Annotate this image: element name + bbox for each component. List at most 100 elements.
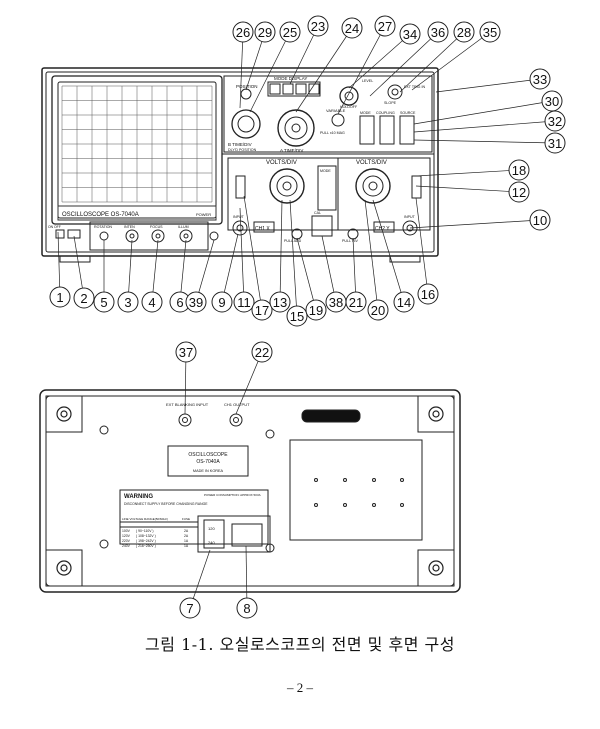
power-on-label: ON OFF bbox=[48, 225, 61, 229]
callout-number: 29 bbox=[258, 25, 272, 40]
callout-number: 21 bbox=[349, 295, 363, 310]
front-callout-28: 28 bbox=[453, 21, 475, 43]
front-panel bbox=[41, 67, 439, 263]
table-head-voltage: LINE VOLTAGE RANGE(50/60Hz) bbox=[122, 517, 168, 521]
leader-line bbox=[289, 25, 319, 85]
callout-number: 39 bbox=[189, 295, 203, 310]
leader-line bbox=[295, 27, 353, 113]
mode-display-label: MODE DISPLAY bbox=[274, 76, 307, 81]
fuse-table-cell: 2A bbox=[184, 529, 189, 533]
callout-number: 5 bbox=[100, 295, 107, 310]
fuse-table-cell: ( 198~242V ) bbox=[136, 539, 156, 543]
pull-inv-label: PULL INV bbox=[342, 239, 358, 243]
leader-line bbox=[369, 31, 439, 97]
callout-number: 1 bbox=[56, 290, 63, 305]
callout-number: 33 bbox=[533, 72, 547, 87]
source-label: SOURCE bbox=[400, 111, 416, 115]
crt-graticule bbox=[61, 85, 213, 203]
ext-trig-label: EXT TRIG IN bbox=[404, 85, 425, 89]
leader-line bbox=[352, 237, 357, 303]
leader-line bbox=[279, 199, 283, 303]
b-time-div-label: B TIME/DIV bbox=[228, 142, 252, 147]
front-callout-19: 19 bbox=[305, 299, 327, 321]
callout-number: 37 bbox=[179, 345, 193, 360]
callout-number: 14 bbox=[397, 295, 411, 310]
oscilloscope-figure: OSCILLOSCOPE OS-7040A POWER POSITION MOD… bbox=[39, 15, 566, 619]
callout-number: 28 bbox=[457, 25, 471, 40]
rear-callout-8: 8 bbox=[236, 597, 258, 619]
callout-number: 12 bbox=[512, 185, 526, 200]
ch1-label: CH1 X bbox=[255, 226, 270, 232]
rotation-label: ROTATION bbox=[94, 225, 112, 229]
callout-number: 13 bbox=[273, 295, 287, 310]
model-label: OSCILLOSCOPE OS-7040A bbox=[62, 212, 139, 218]
fuse-table-cell: 100V bbox=[122, 529, 131, 533]
leader-line bbox=[364, 199, 379, 311]
leader-line bbox=[399, 31, 465, 93]
leader-line bbox=[296, 237, 317, 311]
fuse-table-cell: 240V bbox=[122, 544, 131, 548]
leader-line bbox=[239, 207, 245, 303]
intens-label: INTEN bbox=[124, 225, 135, 229]
leader-line bbox=[249, 31, 291, 113]
focus-label: FOCUS bbox=[150, 225, 163, 229]
leader-line bbox=[409, 219, 541, 229]
leader-line bbox=[413, 139, 556, 144]
leader-line bbox=[57, 231, 61, 298]
leader-line bbox=[413, 100, 553, 125]
front-callout-36: 36 bbox=[427, 21, 449, 43]
leader-line bbox=[221, 233, 239, 303]
selector-label: 120 bbox=[208, 526, 215, 531]
fuse-table-cell: ( 108~132V ) bbox=[136, 534, 156, 538]
front-callout-38: 38 bbox=[325, 291, 347, 313]
callout-number: 25 bbox=[283, 25, 297, 40]
front-callout-4: 4 bbox=[141, 291, 163, 313]
leader-line bbox=[321, 235, 337, 303]
front-callout-13: 13 bbox=[269, 291, 291, 313]
callout-number: 9 bbox=[218, 295, 225, 310]
cal-label: CAL bbox=[314, 211, 321, 215]
front-callout-27: 27 bbox=[374, 15, 396, 37]
front-callout-35: 35 bbox=[479, 21, 501, 43]
callout-number: 15 bbox=[290, 309, 304, 324]
table-head-fuse: FUSE bbox=[182, 517, 190, 521]
callout-number: 38 bbox=[329, 295, 343, 310]
page-number: – 2 – bbox=[287, 680, 313, 695]
input-ch1-label: INPUT bbox=[233, 215, 245, 219]
callout-number: 19 bbox=[309, 303, 323, 318]
input-ch2-label: INPUT bbox=[404, 215, 416, 219]
front-callout-3: 3 bbox=[117, 291, 139, 313]
leader-line bbox=[289, 199, 298, 317]
callout-number: 2 bbox=[80, 291, 87, 306]
front-callout-34: 34 bbox=[399, 23, 421, 45]
front-callout-31: 31 bbox=[544, 132, 566, 154]
front-callout-23: 23 bbox=[307, 15, 329, 37]
fuse-table-cell: 220V bbox=[122, 539, 131, 543]
front-callout-33: 33 bbox=[529, 68, 551, 90]
callout-number: 6 bbox=[176, 295, 183, 310]
callout-number: 36 bbox=[431, 25, 445, 40]
callout-number: 3 bbox=[124, 295, 131, 310]
front-callout-14: 14 bbox=[393, 291, 415, 313]
front-callout-2: 2 bbox=[73, 287, 95, 309]
callout-number: 24 bbox=[345, 21, 359, 36]
front-callout-18: 18 bbox=[508, 159, 530, 181]
front-callout-24: 24 bbox=[341, 17, 363, 39]
callout-number: 16 bbox=[421, 287, 435, 302]
leader-line bbox=[243, 195, 263, 311]
callout-number: 11 bbox=[237, 295, 251, 310]
brand-label: POWER bbox=[196, 212, 211, 217]
fuse-table-cell: ( 90~110V ) bbox=[136, 529, 154, 533]
callout-number: 23 bbox=[311, 19, 325, 34]
front-callout-29: 29 bbox=[254, 21, 276, 43]
callout-number: 8 bbox=[243, 601, 250, 616]
leader-line bbox=[348, 33, 411, 89]
plate-title: OSCILLOSCOPE bbox=[188, 452, 228, 458]
a-time-div-label: A TIME/DIV bbox=[280, 148, 303, 153]
rear-callout-22: 22 bbox=[251, 341, 273, 363]
front-callout-11: 11 bbox=[233, 291, 255, 313]
figure-caption: 그림 1-1. 오실로스코프의 전면 및 후면 구성 bbox=[145, 635, 455, 654]
